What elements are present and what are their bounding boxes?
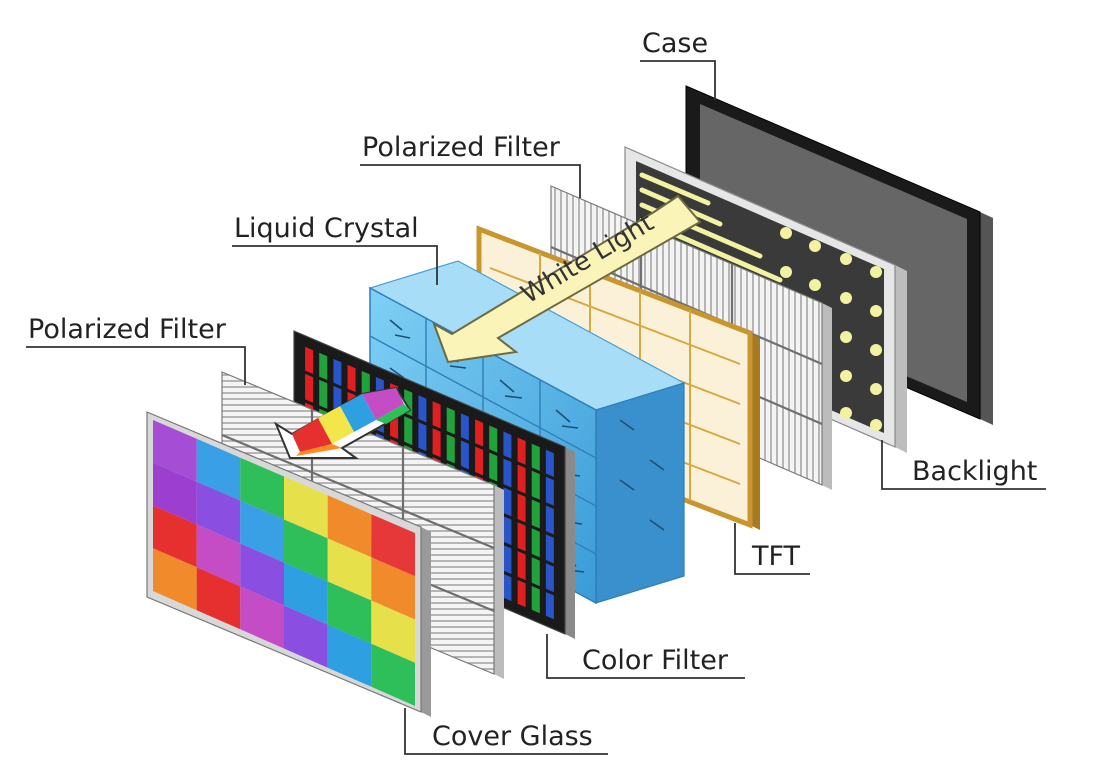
cover-glass-cell (196, 438, 241, 501)
cover-glass-cell (284, 562, 328, 625)
cover-glass-label: Cover Glass (432, 721, 593, 752)
cover-glass-cell (240, 457, 284, 520)
cover-glass-cell (327, 538, 372, 601)
cover-glass-cell (371, 600, 415, 663)
colored-light-arrow (273, 386, 412, 459)
polarized-filter-bottom-side (494, 485, 504, 679)
liquid-crystal-right (595, 382, 685, 604)
case-leader (640, 60, 716, 100)
cover-glass-leader (404, 708, 608, 755)
cover-glass-cell (153, 462, 197, 525)
cover-glass-cell (240, 500, 284, 563)
tft-leader (734, 523, 810, 575)
backlight-leader (881, 440, 1046, 490)
backlight-leds (780, 227, 882, 431)
case-label: Case (642, 28, 708, 59)
cover-glass-cell (284, 519, 328, 582)
liquid-crystal-leader (232, 245, 438, 285)
case-side (980, 212, 993, 425)
cover-glass-cell (284, 476, 328, 539)
color-filter-divider (301, 369, 558, 482)
backlight-side (895, 265, 907, 453)
polarized-filter-top-side (822, 303, 832, 490)
cover-glass-cell (153, 548, 197, 611)
polarized-filter-top-leader (360, 164, 581, 198)
polarized-filter-bottom-leader (26, 346, 246, 385)
cover-glass-cell (196, 481, 241, 544)
cover-glass-cell (196, 567, 241, 630)
cover-glass-cell (196, 524, 241, 587)
cover-glass-cell (153, 420, 197, 482)
liquid-crystal-label: Liquid Crystal (234, 213, 419, 244)
backlight-label: Backlight (912, 456, 1037, 487)
color-filter-leader (546, 634, 745, 679)
cover-glass-cell (240, 543, 284, 606)
cover-glass-color-grid (153, 420, 415, 706)
cover-glass-cell (240, 586, 284, 649)
polarized-filter-bottom-label: Polarized Filter (28, 314, 227, 345)
cover-glass-side (421, 527, 431, 717)
cover-glass-cell (371, 557, 415, 620)
polarized-filter-top-label: Polarized Filter (362, 132, 561, 163)
cover-glass-cell (327, 495, 372, 558)
color-filter-side (565, 447, 575, 639)
white-light-arrow-shape (432, 194, 702, 364)
cover-glass-cell (371, 514, 415, 577)
cover-glass-cell (284, 605, 328, 668)
tft-label: TFT (751, 541, 801, 572)
callout-leaders (26, 60, 1046, 755)
cover-glass-cell (371, 643, 415, 706)
cover-glass-cell (153, 505, 197, 568)
cover-glass-layer (146, 411, 431, 717)
color-filter-label: Color Filter (582, 645, 729, 676)
cover-glass-cell (327, 581, 372, 644)
cover-glass-cell (327, 624, 372, 687)
